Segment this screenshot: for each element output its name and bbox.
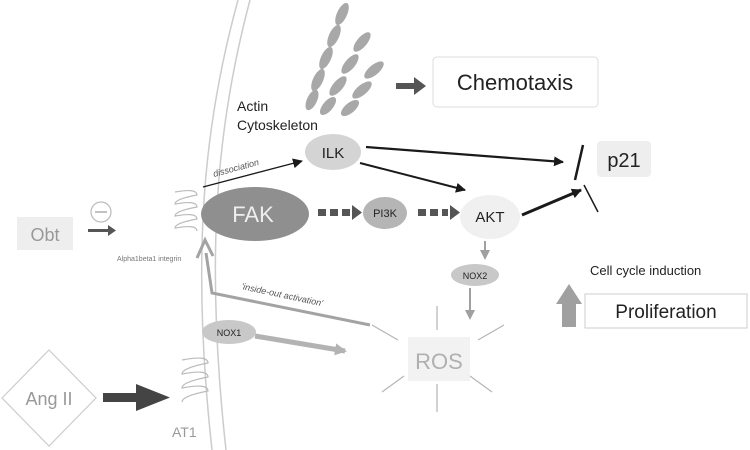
- obt-label: Obt: [30, 225, 59, 245]
- p21-inhibition-tail: [583, 184, 599, 213]
- obt-box: [17, 217, 73, 250]
- nox1-to-ros-arrow: [254, 333, 347, 356]
- ang-ii-label: Ang II: [25, 389, 72, 409]
- dissociation-label: dissociation: [212, 157, 260, 179]
- integrin-receptor: [174, 189, 198, 232]
- akt-node: [460, 195, 520, 239]
- fak-label: FAK: [232, 202, 274, 227]
- ilk-label: ILK: [322, 145, 345, 162]
- p21-label: p21: [607, 150, 640, 172]
- ilk-node: [305, 134, 361, 170]
- akt-to-p21-arrow: [521, 188, 582, 217]
- cell-membrane-outer: [200, 0, 239, 450]
- ilk-to-p21-arrow: [365, 145, 564, 167]
- integrin-label: Alpha1beta1 integrin: [117, 256, 181, 263]
- nox1-label: NOX1: [217, 328, 242, 338]
- inside-out-arrowhead: [195, 236, 215, 259]
- inside-out-label: 'inside-out activation': [241, 281, 325, 308]
- actin-label-line1: Actin: [237, 98, 268, 114]
- at1-receptor: [181, 357, 209, 403]
- akt-label: AKT: [475, 209, 504, 226]
- pi3k-to-akt-arrow: [418, 205, 460, 220]
- nox1-node: [202, 320, 256, 344]
- inhibitor-minus-icon: [90, 201, 112, 223]
- at1-label: AT1: [172, 424, 197, 440]
- inside-out-arrow: [204, 252, 371, 327]
- ros-burst: [371, 306, 505, 412]
- cell-cycle-label: Cell cycle induction: [590, 263, 701, 278]
- pi3k-node: [363, 197, 407, 229]
- obt-to-integrin-arrow: [88, 225, 116, 236]
- fak-to-pi3k-arrow: [318, 205, 362, 220]
- actin-label-line2: Cytoskeleton: [237, 117, 318, 133]
- p21-box: [597, 141, 651, 177]
- fak-node: [201, 187, 309, 241]
- ang-ii-diamond: [1, 349, 97, 447]
- up-arrow-icon: [556, 284, 582, 327]
- proliferation-label: Proliferation: [615, 302, 716, 323]
- proliferation-box: [584, 293, 748, 329]
- ros-label: ROS: [415, 349, 463, 374]
- actin-filaments: [305, 2, 384, 117]
- actin-to-chemotaxis-arrow: [396, 77, 426, 95]
- ilk-to-akt-arrow: [359, 162, 466, 193]
- chemotaxis-box: [432, 56, 599, 108]
- chemotaxis-label: Chemotaxis: [457, 70, 573, 95]
- ang-ii-to-at1-arrow: [103, 384, 170, 411]
- ros-box: [408, 337, 470, 381]
- pi3k-label: PI3K: [373, 208, 398, 220]
- dissociation-arrow: [202, 158, 303, 188]
- nox2-label: NOX2: [463, 271, 488, 281]
- nox2-node: [451, 264, 499, 286]
- p21-inhibition-bar: [573, 144, 585, 181]
